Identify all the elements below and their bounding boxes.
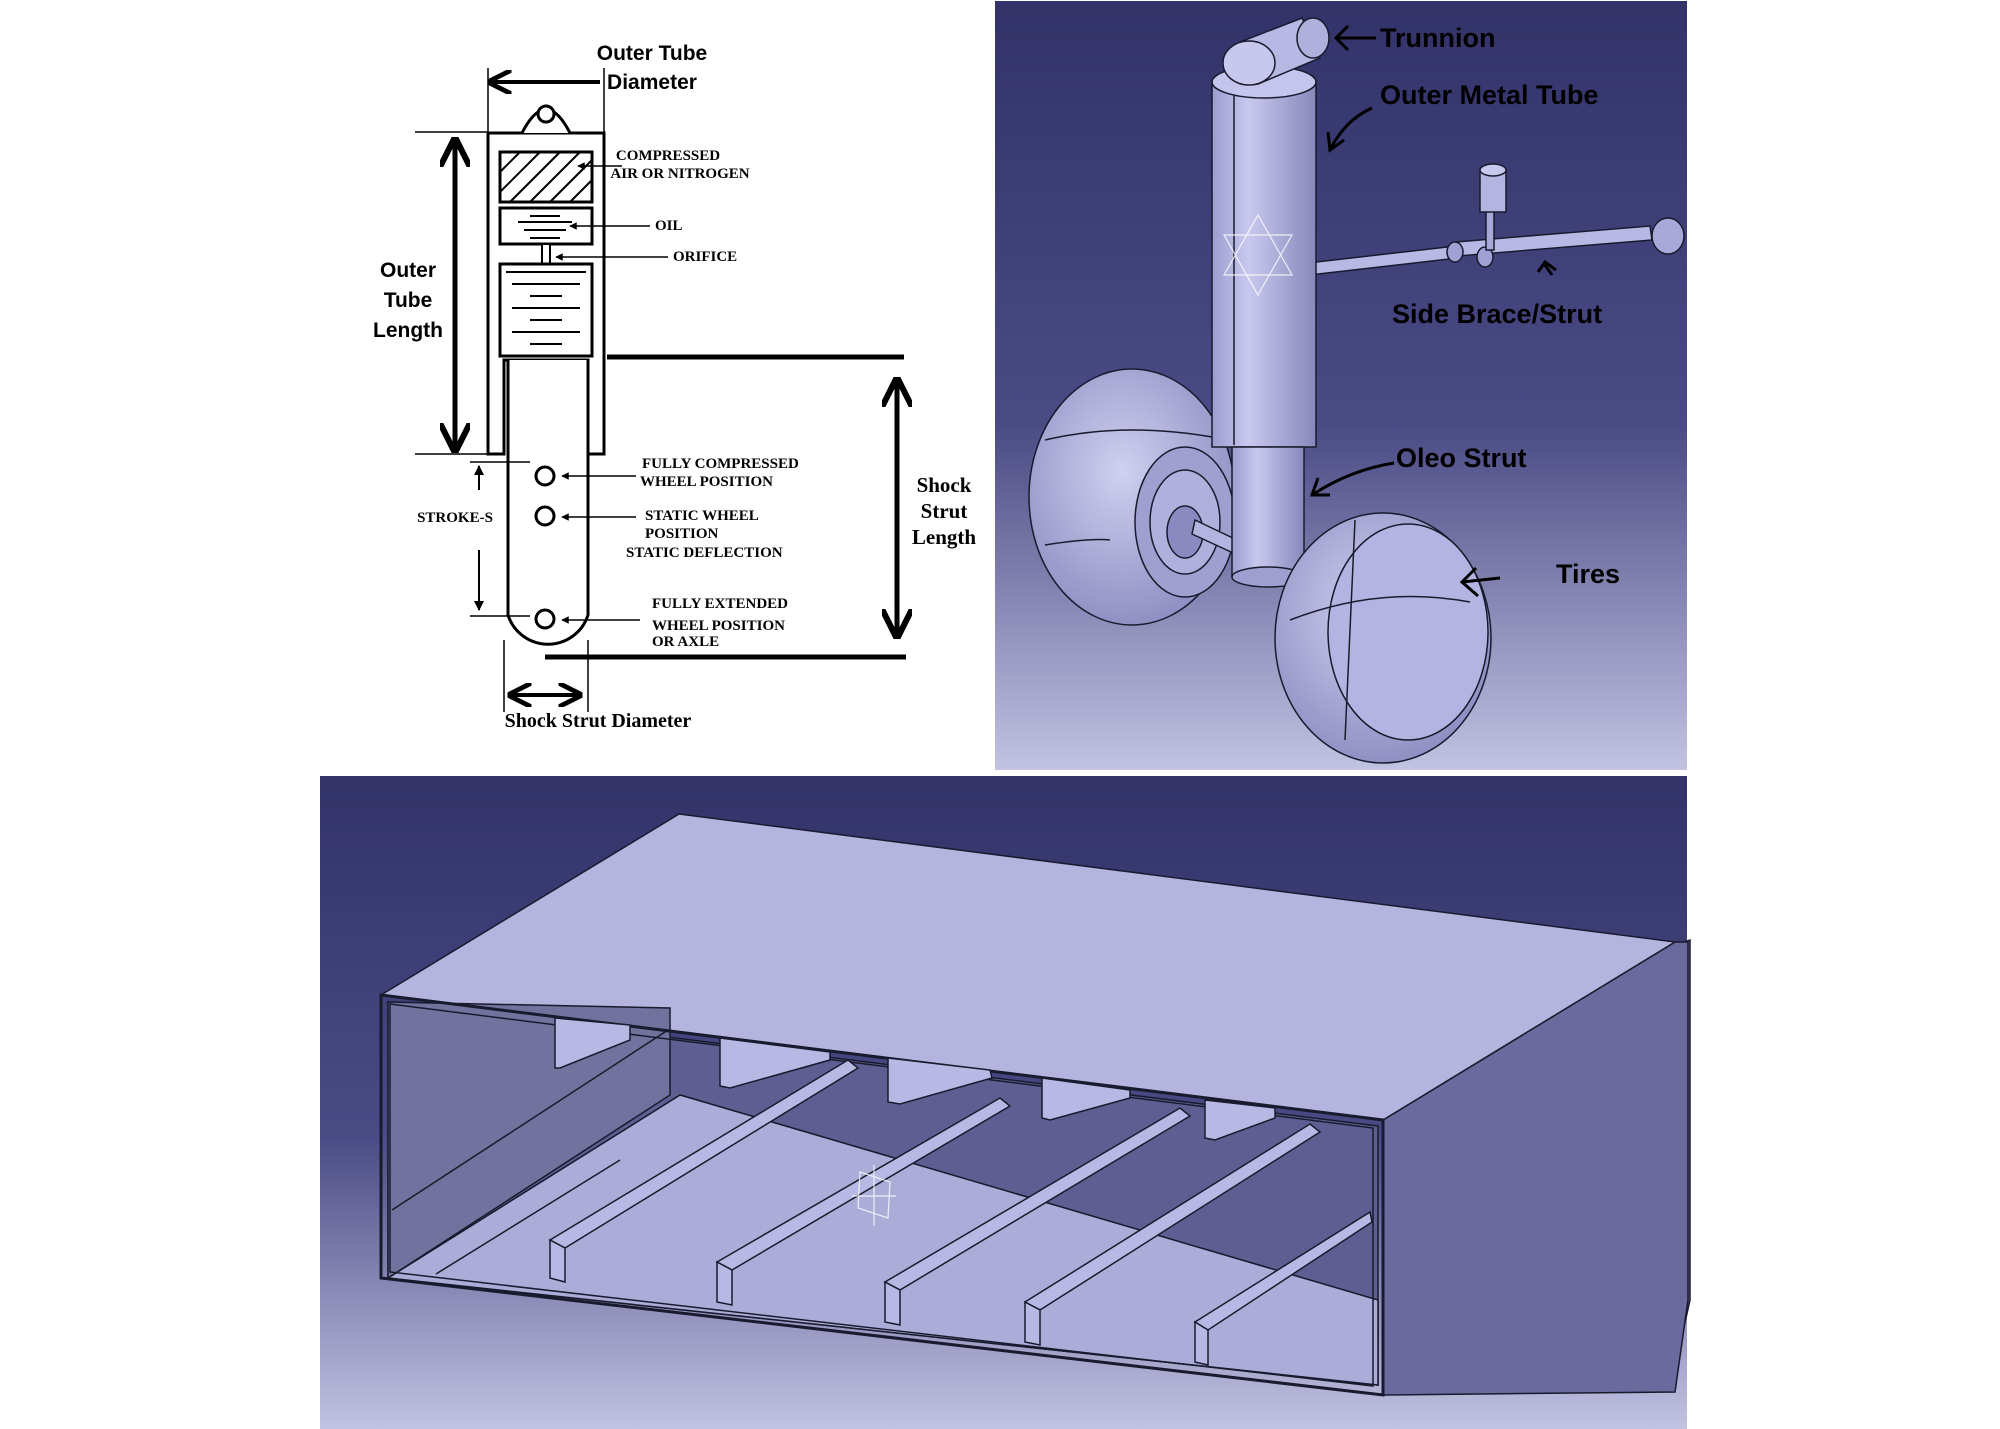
piston-chamber [498, 262, 594, 358]
trunnion [1222, 17, 1330, 86]
static-deflection-label: STATIC DEFLECTION [626, 545, 783, 561]
fully-compressed-label-2: WHEEL POSITION [640, 474, 773, 490]
outer-tube-diameter-label-1: Outer Tube [597, 42, 707, 65]
shock-strut-length-label-1: Shock [917, 473, 972, 497]
left-tire [1028, 368, 1236, 626]
landing-gear-model: Trunnion Outer Metal Tube Side Brace/Str… [995, 1, 1687, 770]
stroke-label: STROKE-S [417, 510, 493, 526]
wing-box-model [320, 776, 1691, 1429]
side-brace-label: Side Brace/Strut [1392, 299, 1602, 329]
outer-metal-tube [1211, 65, 1317, 448]
tires-label: Tires [1556, 559, 1620, 589]
fully-extended-label-2: WHEEL POSITION [652, 618, 785, 634]
outer-tube-diameter-label-2: Diameter [607, 71, 697, 94]
fully-extended-label-1: FULLY EXTENDED [652, 596, 788, 612]
right-tire [1274, 512, 1492, 764]
shock-strut-diameter-label: Shock Strut Diameter [505, 710, 692, 732]
top-stringers [554, 1017, 1276, 1141]
static-wheel-label-2: POSITION [645, 526, 719, 542]
oleo-strut-label: Oleo Strut [1396, 443, 1527, 473]
outer-metal-tube-label: Outer Metal Tube [1380, 80, 1599, 110]
shock-strut-tube [506, 360, 590, 646]
fully-compressed-label-1: FULLY COMPRESSED [642, 456, 799, 472]
outer-tube-length-label-1: Outer [380, 259, 436, 282]
static-wheel-label-1: STATIC WHEEL [645, 508, 759, 524]
shock-strut-length-label-2: Strut [921, 499, 968, 523]
orifice-label: ORIFICE [673, 249, 737, 265]
outer-tube-length-label-3: Length [373, 319, 443, 342]
oleo-strut [1231, 446, 1305, 588]
compressed-air-label-2: AIR OR NITROGEN [610, 166, 749, 182]
outer-tube-length-label-2: Tube [384, 289, 433, 312]
static-wheel-position [534, 505, 556, 527]
fully-extended-label-3: OR AXLE [652, 634, 719, 650]
orifice [541, 243, 551, 265]
compressed-air-label-1: COMPRESSED [616, 148, 720, 164]
compressed-air-chamber [498, 150, 594, 204]
fully-compressed-position [534, 465, 556, 487]
shock-strut-schematic: Outer Tube Diameter [373, 42, 976, 732]
shock-strut-length-label-3: Length [912, 525, 977, 549]
oil-label: OIL [655, 218, 683, 234]
bottom-stringers [391, 1029, 1373, 1366]
trunnion-label: Trunnion [1380, 23, 1495, 53]
fully-extended-position [534, 608, 556, 630]
